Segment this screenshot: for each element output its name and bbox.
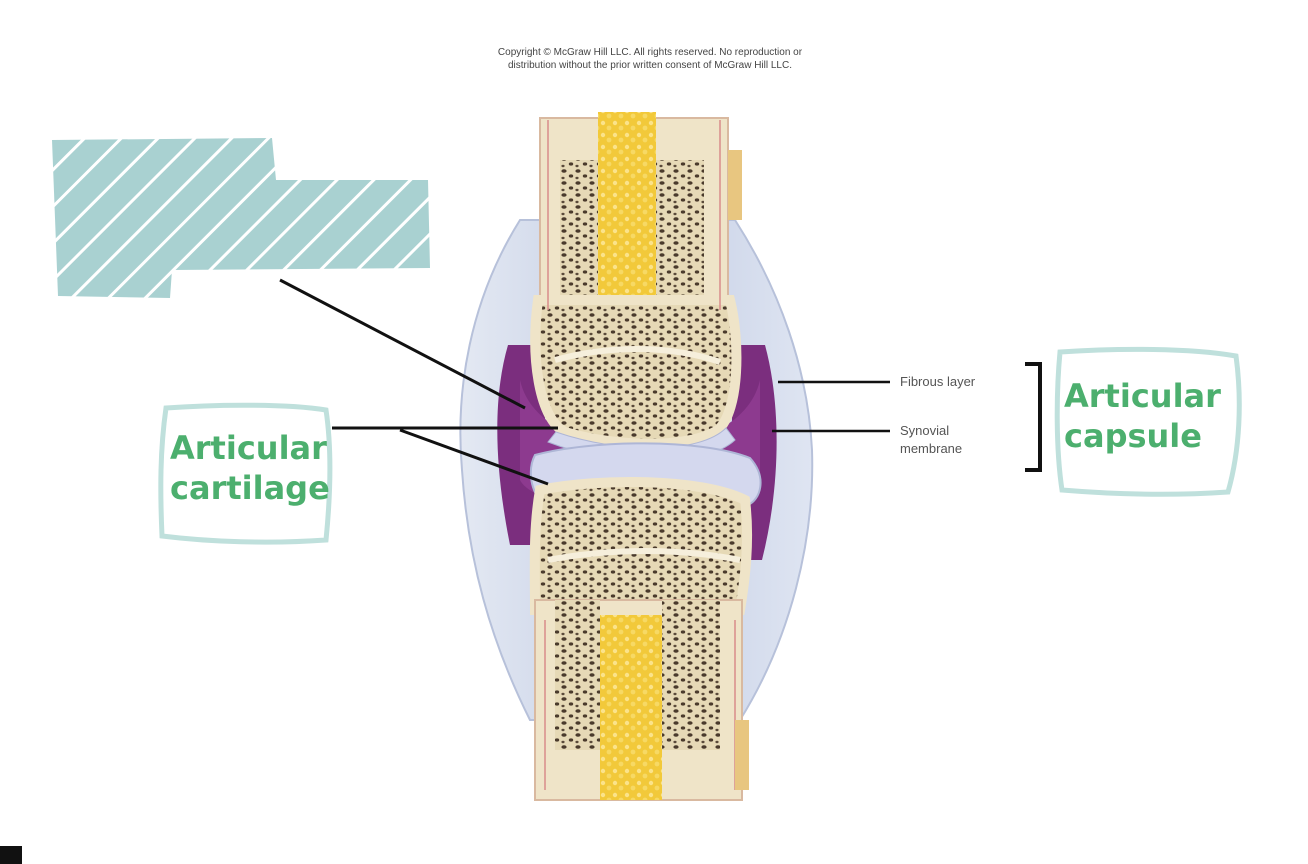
upper-bone-head <box>535 300 736 444</box>
copyright-line-1: Copyright © McGraw Hill LLC. All rights … <box>390 46 910 59</box>
synovial-label-line-1: Synovial <box>900 422 962 440</box>
hatched-redaction-box <box>52 138 430 298</box>
fibrous-layer-label: Fibrous layer <box>900 373 975 391</box>
upper-marrow-cavity <box>598 112 656 312</box>
articular-capsule-label: Articular capsule <box>1064 376 1221 456</box>
ligament-tab-bottom <box>735 720 749 790</box>
lower-spongy-bone-left <box>555 600 600 750</box>
articular-cartilage-line-1: Articular <box>170 428 330 468</box>
copyright-notice: Copyright © McGraw Hill LLC. All rights … <box>390 46 910 72</box>
articular-capsule-line-2: capsule <box>1064 416 1221 456</box>
synovial-membrane-label: Synovial membrane <box>900 422 962 458</box>
synovial-label-line-2: membrane <box>900 440 962 458</box>
ligament-tab-top <box>728 150 742 220</box>
articular-cartilage-label: Articular cartilage <box>170 428 330 508</box>
corner-artifact <box>0 846 22 864</box>
lower-marrow-cavity <box>600 615 662 800</box>
copyright-line-2: distribution without the prior written c… <box>390 59 910 72</box>
capsule-bracket <box>1025 364 1040 470</box>
lower-bone-head <box>535 482 747 610</box>
articular-capsule-line-1: Articular <box>1064 376 1221 416</box>
lower-spongy-bone-right <box>662 600 720 750</box>
articular-cartilage-line-2: cartilage <box>170 468 330 508</box>
